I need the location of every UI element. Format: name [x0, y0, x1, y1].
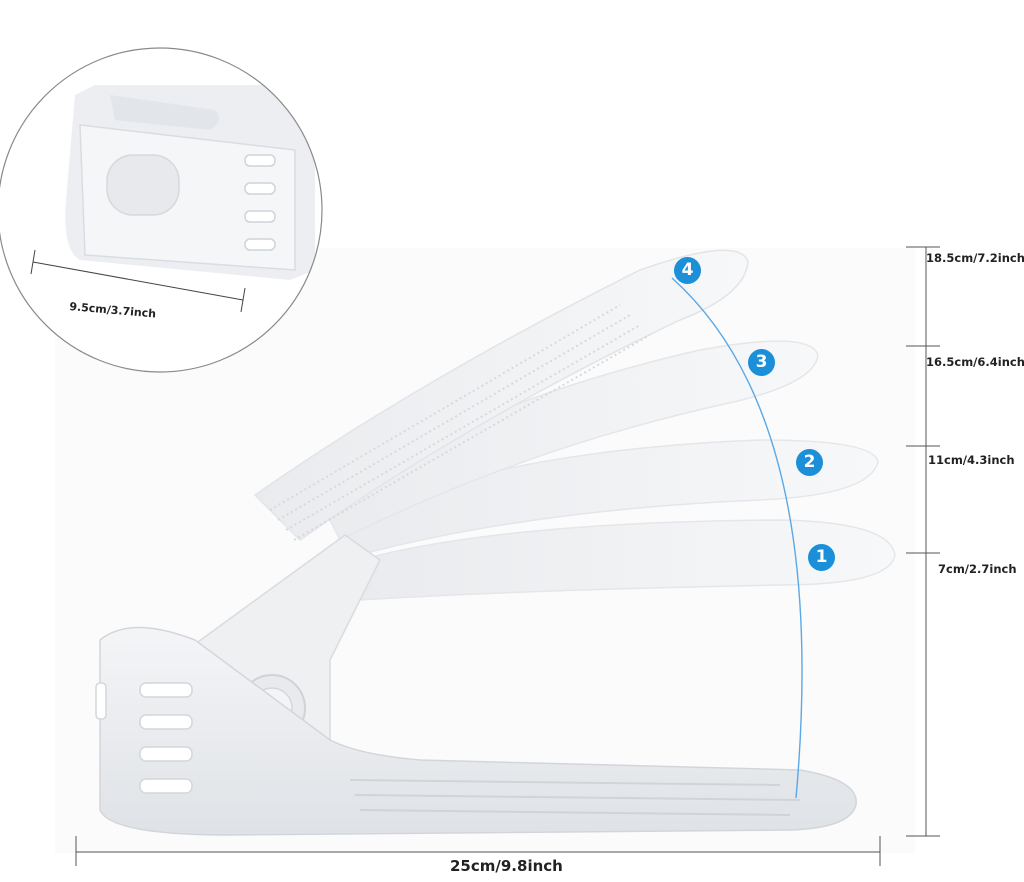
- height-label-level-1: 7cm/2.7inch: [938, 562, 1017, 576]
- height-label-level-4: 18.5cm/7.2inch: [926, 251, 1024, 265]
- level-badge-3: 3: [748, 349, 775, 376]
- paddle-level-2: [339, 439, 879, 561]
- width-dimension-line: [75, 836, 881, 866]
- height-label-level-2: 11cm/4.3inch: [928, 453, 1015, 467]
- base-vents: [95, 682, 193, 794]
- width-label: 25cm/9.8inch: [450, 857, 563, 875]
- height-arc: [671, 277, 803, 799]
- level-badge-4: 4: [674, 257, 701, 284]
- level-badge-2: 2: [796, 449, 823, 476]
- paddle-level-4: [253, 249, 749, 541]
- detail-inset: [0, 47, 323, 373]
- height-label-level-3: 16.5cm/6.4inch: [926, 355, 1024, 369]
- height-dimension-line: [906, 246, 940, 837]
- level-badge-1: 1: [808, 544, 835, 571]
- paddle-level-1: [359, 519, 896, 601]
